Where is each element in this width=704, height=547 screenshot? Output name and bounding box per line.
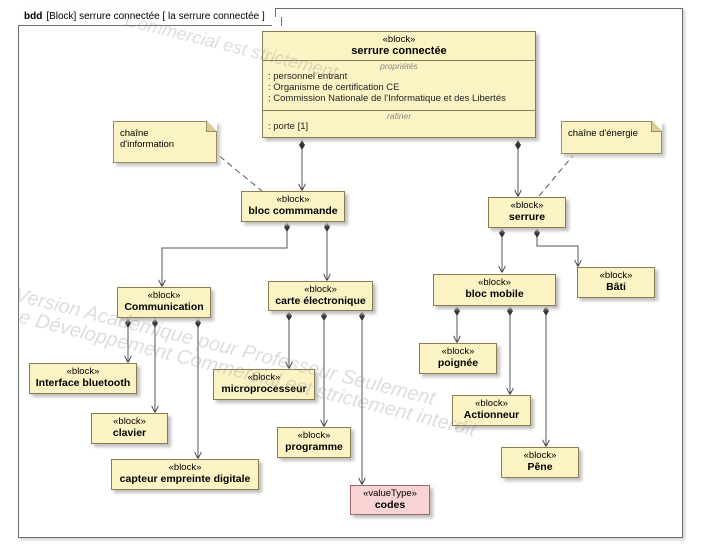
composition-diamond	[359, 311, 365, 321]
valuetype-codes[interactable]: «valueType» codes	[350, 485, 430, 515]
diagram-kind: bdd	[24, 11, 43, 22]
block-stereotype: «block»	[523, 450, 557, 461]
block-stereotype: «block»	[599, 270, 633, 281]
block-stereotype: «valueType»	[363, 488, 417, 499]
block-stereotype: «block»	[168, 462, 202, 473]
block-stereotype: «block»	[66, 366, 100, 377]
composition-diamond	[515, 140, 521, 150]
block-name: bloc commmande	[248, 205, 338, 217]
diagram-header: bdd[Block] serrure connectée [ la serrur…	[18, 8, 276, 26]
composition-diamond	[125, 318, 131, 328]
block-name: serrure connectée	[351, 45, 447, 57]
block-name: serrure	[508, 211, 546, 223]
note-text: chaîne	[120, 128, 149, 139]
block-name: poignée	[437, 357, 479, 369]
composition-diamond	[543, 306, 549, 316]
block-bati[interactable]: «block» Bâti	[577, 267, 655, 298]
block-clavier[interactable]: «block» clavier	[91, 413, 168, 444]
note-chaine-information[interactable]: chaîne d'information	[113, 121, 217, 163]
refine-compartment: rafiner : porte [1]	[263, 110, 535, 132]
composition-diamond	[324, 222, 330, 232]
properties-compartment: propriétés : personnel entrant : Organis…	[263, 60, 535, 104]
block-capteur-empreinte[interactable]: «block» capteur empreinte digitale	[111, 459, 259, 490]
block-serrure-connectee[interactable]: «block» serrure connectée propriétés : p…	[262, 31, 536, 138]
block-name: Actionneur	[463, 409, 520, 421]
block-name: bloc mobile	[465, 288, 524, 300]
compartment-title: rafiner	[386, 111, 412, 121]
assoc-line	[536, 228, 578, 266]
block-interface-bluetooth[interactable]: «block» Interface bluetooth	[29, 363, 137, 394]
block-name: Communication	[124, 301, 204, 313]
block-name: Bâti	[606, 281, 626, 293]
block-name: clavier	[112, 427, 147, 439]
note-anchor	[211, 149, 263, 192]
block-stereotype: «block»	[382, 34, 416, 45]
block-programme[interactable]: «block» programme	[277, 427, 351, 458]
block-stereotype: «block»	[297, 430, 331, 441]
block-name: codes	[374, 499, 406, 511]
composition-diamond	[299, 140, 305, 150]
compartment-title: propriétés	[380, 61, 418, 71]
block-name: microprocesseur	[221, 383, 307, 395]
assoc-line	[162, 222, 288, 286]
block-stereotype: «block»	[475, 398, 508, 409]
composition-diamond	[454, 306, 460, 316]
note-anchor	[538, 152, 576, 197]
composition-diamond	[499, 228, 505, 238]
block-bloc-mobile[interactable]: «block» bloc mobile	[433, 274, 556, 306]
block-carte-electronique[interactable]: «block» carte électronique	[268, 281, 373, 311]
block-serrure[interactable]: «block» serrure	[488, 197, 566, 228]
block-stereotype: «block»	[510, 200, 544, 211]
block-poignee[interactable]: «block» poignée	[419, 343, 497, 374]
block-name: capteur empreinte digitale	[119, 473, 251, 485]
block-name: programme	[285, 441, 343, 453]
composition-diamond	[321, 311, 327, 321]
composition-diamond	[507, 306, 513, 316]
block-bloc-commande[interactable]: «block» bloc commmande	[241, 191, 345, 222]
property-row: : personnel entrant	[268, 71, 348, 82]
refine-row: : porte [1]	[268, 121, 309, 132]
block-name: carte électronique	[275, 295, 366, 307]
block-stereotype: «block»	[113, 416, 146, 427]
block-stereotype: «block»	[147, 290, 181, 301]
block-microprocesseur[interactable]: «block» microprocesseur	[213, 369, 315, 400]
block-name: Pêne	[527, 461, 553, 473]
block-stereotype: «block»	[247, 372, 281, 383]
composition-diamond	[534, 228, 540, 238]
block-communication[interactable]: «block» Communication	[117, 287, 211, 318]
block-stereotype: «block»	[478, 277, 511, 288]
property-row: : Commission Nationale de l'Informatique…	[268, 93, 506, 104]
note-text: chaîne d'énergie	[568, 128, 638, 139]
note-chaine-energie[interactable]: chaîne d'énergie	[561, 121, 662, 154]
note-text: d'information	[120, 139, 175, 150]
block-actionneur[interactable]: «block» Actionneur	[452, 395, 531, 426]
composition-diamond	[195, 318, 201, 328]
block-stereotype: «block»	[304, 284, 337, 295]
block-name: Interface bluetooth	[35, 377, 131, 389]
composition-diamond	[286, 311, 292, 321]
block-stereotype: «block»	[441, 346, 475, 357]
diagram-title: [Block] serrure connectée [ la serrure c…	[46, 11, 265, 22]
property-row: : Organisme de certification CE	[268, 82, 400, 93]
composition-diamond	[284, 222, 290, 232]
composition-diamond	[152, 318, 158, 328]
block-pene[interactable]: «block» Pêne	[501, 447, 579, 478]
block-stereotype: «block»	[276, 194, 310, 205]
